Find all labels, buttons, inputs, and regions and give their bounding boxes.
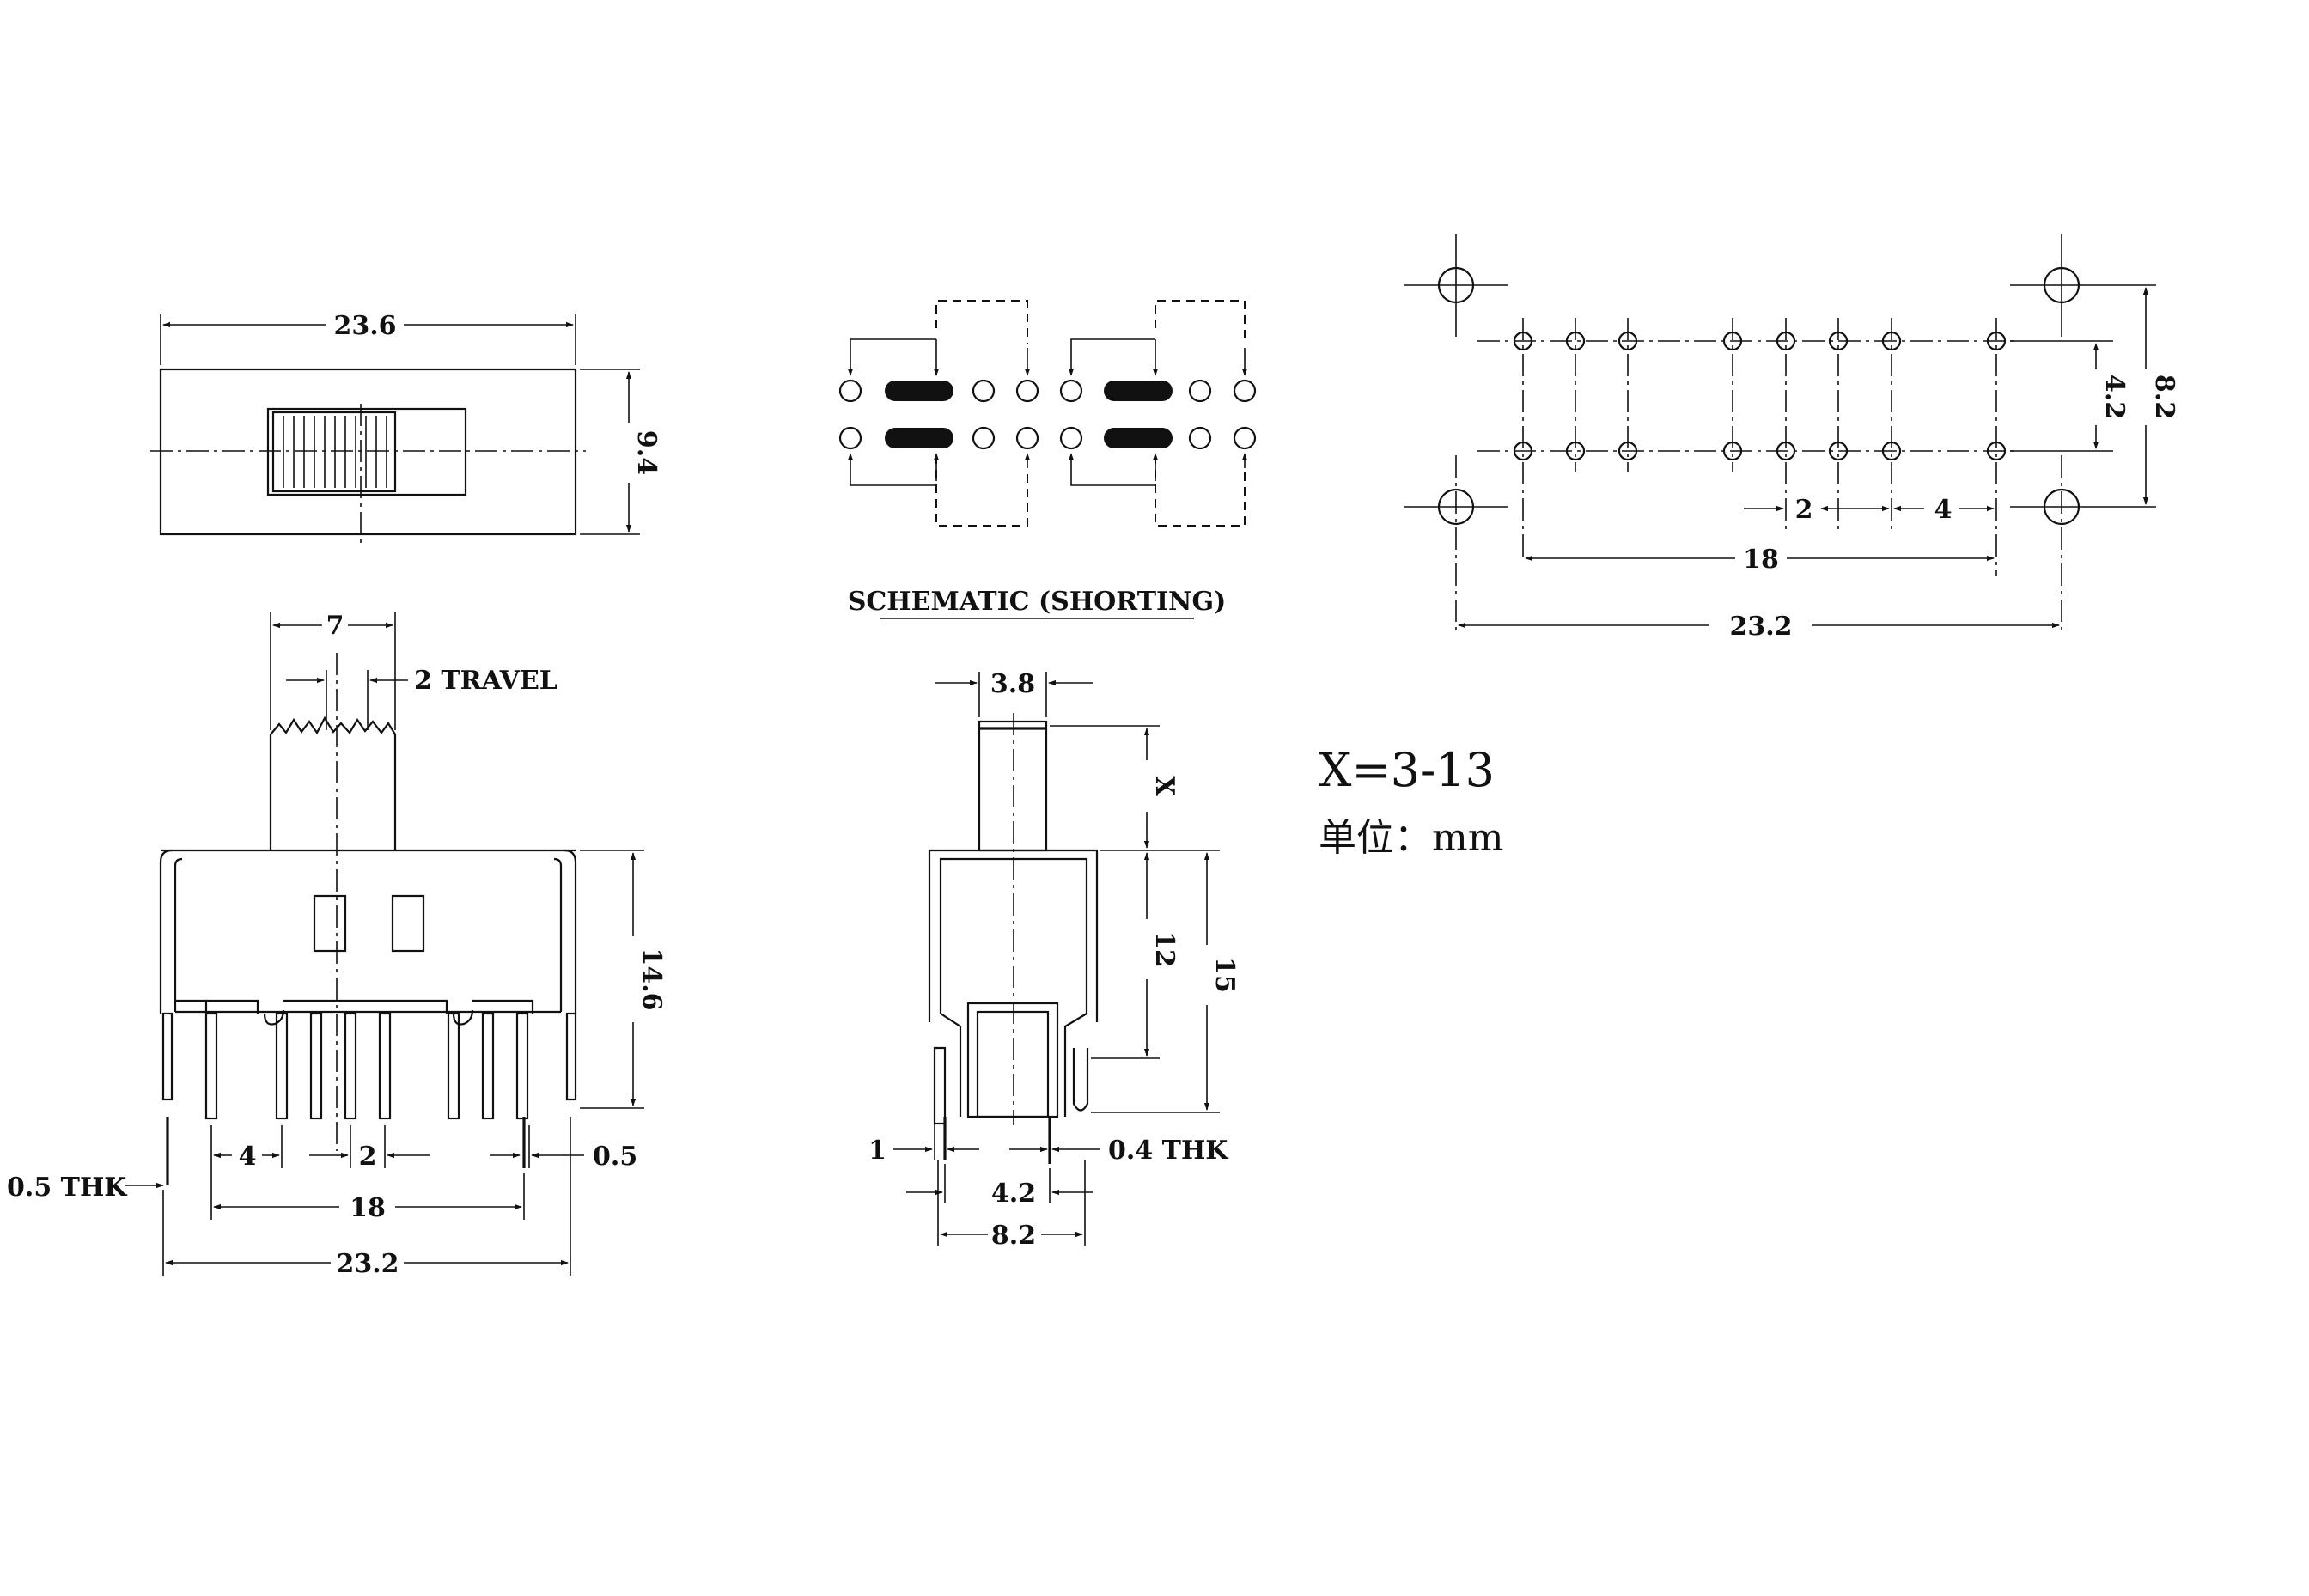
pcb-span-18-label: 18: [1743, 545, 1779, 575]
side-view: 3.8 X 12 15 1 0.4 THK 4.2 8: [868, 669, 1240, 1251]
pitch-4-label: 4: [239, 1142, 257, 1172]
x-range-note: X=3-13: [1319, 743, 1495, 797]
front-view: 7 2 TRAVEL 14.6 4 2 0.5 0.5 THK: [7, 611, 667, 1279]
row-span-label: 18: [350, 1193, 386, 1223]
body-height-label: 14.6: [637, 947, 667, 1010]
pcb-pin-holes: [1513, 318, 2007, 576]
top-width-label: 23.6: [333, 311, 396, 341]
x-dimension-label: X: [1149, 776, 1179, 796]
front-pins: [161, 1012, 577, 1185]
pcb-mount-gap-label: 8.2: [2149, 375, 2179, 419]
pitch-2-label: 2: [359, 1142, 377, 1172]
side-spacing-42-label: 4.2: [991, 1179, 1036, 1209]
side-actuator-width-label: 3.8: [990, 669, 1035, 699]
actuator-width-label: 7: [326, 611, 344, 641]
schematic-title: SCHEMATIC (SHORTING): [848, 587, 1227, 617]
notes: X=3-13 单位：mm: [1319, 743, 1503, 860]
pin-1-label: 1: [868, 1136, 886, 1166]
pcb-pitch-4-label: 4: [1934, 495, 1953, 525]
pin-thk-right-label: 0.5: [593, 1142, 637, 1172]
pcb-layout: 4.2 8.2 2 4 18 23.2: [1404, 234, 2179, 642]
top-view: 23.6 9.4: [150, 311, 661, 545]
top-height-label: 9.4: [631, 430, 661, 475]
pin-thk-left-label: 0.5 THK: [7, 1173, 127, 1203]
overall-width-label: 23.2: [336, 1249, 399, 1279]
pin-thk-side-label: 0.4 THK: [1108, 1136, 1228, 1166]
pcb-pitch-2-label: 2: [1795, 495, 1813, 525]
height-15-label: 15: [1209, 957, 1240, 993]
height-12-label: 12: [1149, 931, 1179, 967]
pcb-span-232-label: 23.2: [1729, 612, 1792, 642]
travel-label: 2 TRAVEL: [414, 666, 557, 696]
pcb-row-gap-label: 4.2: [2099, 375, 2129, 419]
unit-note: 单位：mm: [1319, 816, 1503, 860]
side-spacing-82-label: 8.2: [991, 1221, 1036, 1251]
schematic: SCHEMATIC (SHORTING): [838, 300, 1257, 619]
slider-grip: [283, 416, 387, 488]
